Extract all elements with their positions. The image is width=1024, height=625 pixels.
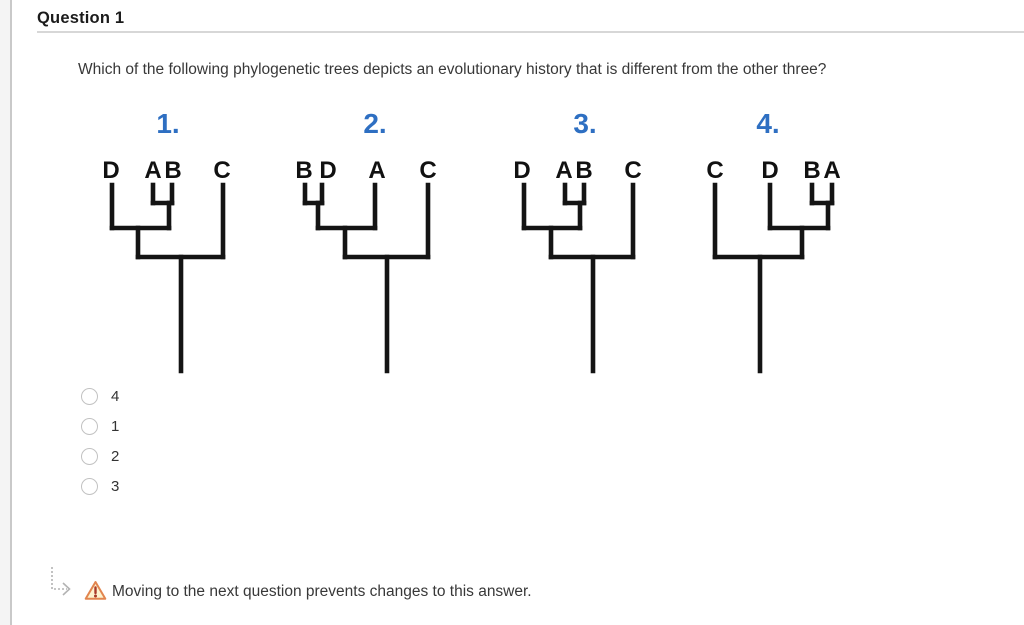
question-text: Which of the following phylogenetic tree… [78, 61, 827, 78]
answer-option-2[interactable]: 2 [81, 441, 119, 471]
title-divider [37, 31, 1024, 33]
answer-option-4[interactable]: 4 [81, 381, 119, 411]
taxon-label: A [823, 157, 840, 184]
taxon-label: D [102, 157, 119, 184]
question-title: Question 1 [37, 9, 125, 27]
option-label: 4 [111, 387, 120, 405]
taxon-label: C [706, 157, 723, 184]
taxon-label: B [575, 157, 592, 184]
tree-number-label: 1. [156, 108, 179, 139]
option-label: 1 [111, 417, 120, 435]
taxon-label: C [419, 157, 436, 184]
taxon-label: D [513, 157, 530, 184]
taxon-label: D [761, 157, 778, 184]
taxon-label: A [144, 157, 161, 184]
radio-button[interactable] [81, 417, 98, 435]
taxon-label: D [319, 157, 336, 184]
option-label: 3 [111, 477, 120, 495]
radio-button[interactable] [81, 477, 98, 495]
left-gutter [0, 0, 10, 625]
taxon-label: C [213, 157, 230, 184]
radio-button[interactable] [81, 447, 98, 465]
answer-option-1[interactable]: 1 [81, 411, 119, 441]
tree-number-label: 2. [363, 108, 386, 139]
tree-number-label: 4. [756, 108, 779, 139]
radio-button[interactable] [81, 387, 98, 405]
left-border-line [10, 0, 12, 625]
answer-options: 4 1 2 3 [81, 381, 119, 501]
taxon-label: A [555, 157, 572, 184]
taxon-label: B [164, 157, 181, 184]
taxon-label: C [624, 157, 641, 184]
warning-message: Moving to the next question prevents cha… [112, 583, 532, 600]
taxon-label: A [368, 157, 385, 184]
answer-option-3[interactable]: 3 [81, 471, 119, 501]
warning-icon [84, 581, 107, 600]
option-label: 2 [111, 447, 120, 465]
tree-number-label: 3. [573, 108, 596, 139]
branch-arrow-icon [51, 567, 71, 596]
taxon-label: B [295, 157, 312, 184]
taxon-label: B [803, 157, 820, 184]
